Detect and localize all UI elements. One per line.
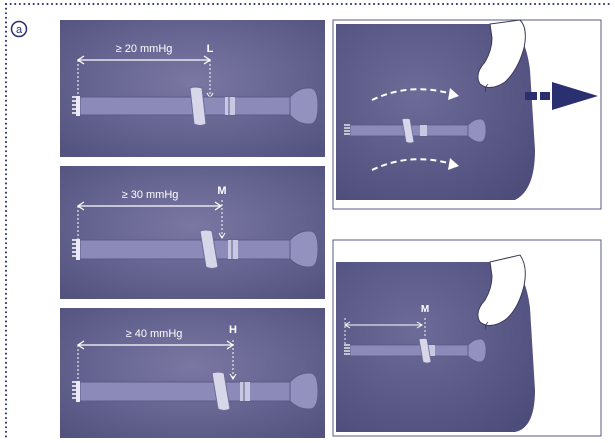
size-letter: L — [207, 43, 214, 55]
gauge-panel-high: ≥ 40 mmHg H — [60, 308, 325, 438]
application-photo-top — [332, 19, 602, 210]
size-letter: M — [217, 185, 226, 197]
stretch-arrow-upper — [371, 88, 453, 101]
size-letter: H — [229, 324, 237, 336]
panel-letter: a — [16, 24, 23, 36]
application-photo-bottom: M — [332, 239, 602, 437]
gauge-panel-medium: ≥ 30 mmHg M — [60, 166, 325, 299]
fingertip-illustration — [477, 19, 526, 88]
gauge-device-small — [344, 338, 487, 364]
gauge-device — [72, 229, 319, 269]
size-letter: M — [421, 304, 429, 315]
gauge-panel-low: ≥ 20 mmHg L — [60, 20, 325, 157]
stretch-arrow-lower — [371, 158, 453, 171]
panel-letter-badge: a — [10, 20, 28, 38]
gauge-device-small — [344, 118, 487, 144]
dotted-frame — [5, 3, 613, 441]
gauge-device — [72, 86, 319, 126]
pull-direction-arrow — [525, 82, 598, 110]
pressure-label: ≥ 40 mmHg — [126, 328, 183, 340]
pressure-label: ≥ 20 mmHg — [116, 43, 173, 55]
pressure-label: ≥ 30 mmHg — [122, 189, 179, 201]
gauge-device — [72, 371, 319, 411]
fingertip-illustration — [477, 254, 526, 326]
